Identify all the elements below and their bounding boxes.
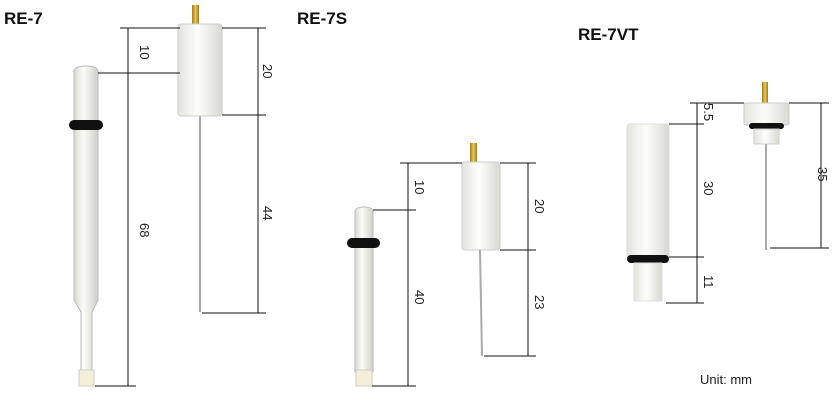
re-7-dimension-lines <box>95 27 266 387</box>
re-7vt-body <box>626 123 670 302</box>
model-title-re-7: RE-7 <box>4 9 43 28</box>
re-7-inner-electrode <box>177 5 223 312</box>
dim-re-7s-wire: 23 <box>532 295 547 309</box>
o-ring <box>347 238 380 248</box>
o-ring <box>627 255 669 263</box>
re-7vt-dimension-lines <box>666 102 829 304</box>
re-7vt-cap-electrode <box>743 82 790 250</box>
re-7-glass-tube <box>69 65 103 387</box>
re-7-group: RE-7 10 68 20 44 <box>4 5 275 387</box>
re-7s-group: RE-7S 10 40 20 23 <box>297 9 547 387</box>
model-title-re-7vt: RE-7VT <box>578 25 639 44</box>
dim-re-7vt-cap: 5.5 <box>701 103 716 121</box>
re-7vt-group: RE-7VT 5.5 30 11 35 <box>578 25 830 304</box>
dim-re-7vt-wire: 35 <box>815 167 830 181</box>
dim-re-7-tube: 68 <box>137 223 152 237</box>
dim-re-7s-body: 20 <box>532 199 547 213</box>
dim-re-7-body: 20 <box>260 64 275 78</box>
dim-re-7vt-thread: 11 <box>701 275 716 289</box>
dim-re-7-wire: 44 <box>260 206 275 220</box>
re-7s-inner-electrode <box>461 143 501 357</box>
re-7s-dimension-lines <box>372 162 536 387</box>
o-ring <box>69 120 103 130</box>
dim-re-7s-tube: 40 <box>412 290 427 304</box>
dim-re-7s-top: 10 <box>412 180 427 194</box>
model-title-re-7s: RE-7S <box>297 9 347 28</box>
re-7s-glass-tube <box>347 206 380 387</box>
dim-re-7-top: 10 <box>137 45 152 59</box>
unit-label: Unit: mm <box>700 372 752 387</box>
dim-re-7vt-body: 30 <box>701 181 716 195</box>
